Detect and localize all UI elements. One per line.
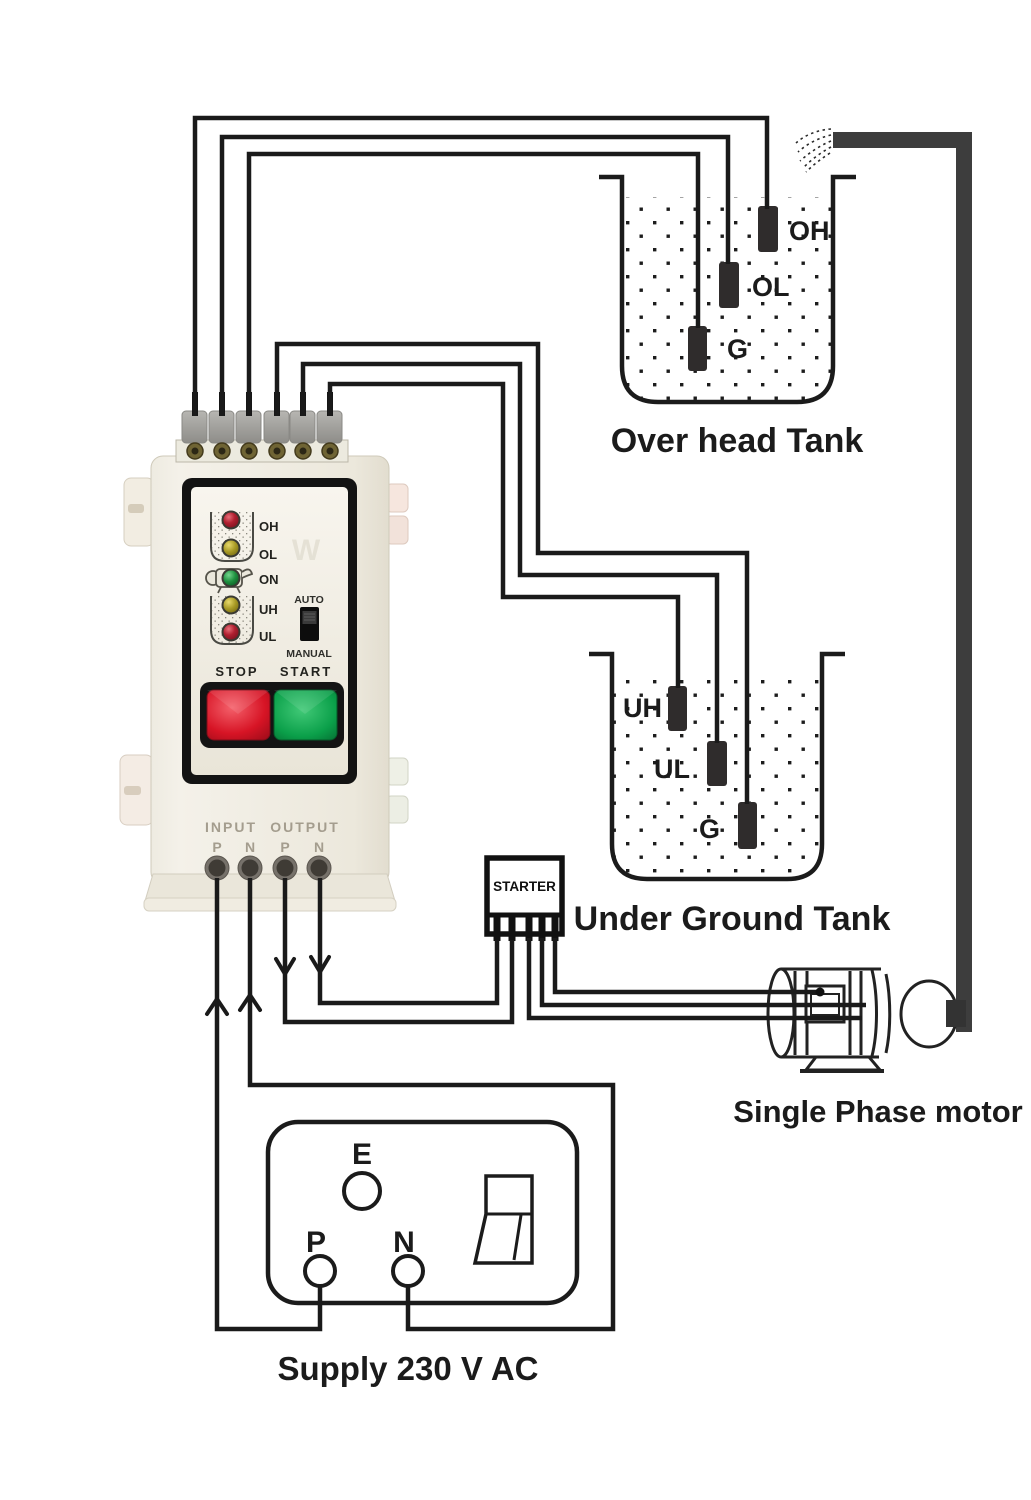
overhead-tank-outline	[599, 174, 856, 405]
stop-button	[206, 689, 271, 741]
wire-g-overhead	[246, 151, 701, 416]
arrow-up-input-n	[238, 993, 262, 1012]
led-labels: OH OL ON UH UL	[259, 519, 279, 644]
arrow-up-input-p	[205, 997, 229, 1016]
controller-base-flange	[144, 873, 396, 902]
socket-pin-p	[303, 1254, 337, 1288]
led-uh-label: UH	[259, 602, 278, 617]
motor-wire-dot	[815, 987, 825, 997]
overhead-tank-title: Over head Tank	[611, 422, 864, 460]
led-ol	[223, 540, 239, 556]
overhead-tank-icon	[210, 512, 254, 562]
sensor-g-overhead	[688, 326, 707, 371]
sensor-uh-label: UH	[623, 693, 662, 723]
wire-starter-motor-1	[552, 938, 820, 995]
bottom-terminals	[204, 855, 332, 881]
sensor-g-underground	[738, 802, 757, 849]
led-ol-label: OL	[259, 547, 277, 562]
motor-label: Single Phase motor	[733, 1094, 1022, 1129]
motor-pipe-coupling	[946, 1000, 966, 1027]
led-ul	[223, 624, 239, 640]
underground-tank: UH UL G Under Ground Tank	[574, 651, 891, 938]
socket-pin-p-label: P	[306, 1226, 326, 1259]
led-on	[223, 570, 239, 586]
supply-socket: E P N Supply 230 V AC	[265, 1119, 580, 1387]
socket-pin-n-label: N	[393, 1226, 415, 1259]
input-p-label: P	[212, 839, 221, 855]
wire-output-n	[317, 878, 500, 1006]
sensor-uh	[668, 686, 687, 731]
sensor-g-overhead-label: G	[727, 334, 748, 364]
led-oh	[223, 512, 239, 528]
sensor-ul-label: UL	[654, 754, 690, 784]
sensor-g-underground-label: G	[699, 814, 720, 844]
pipe-run	[833, 132, 972, 1032]
sensor-oh-label: OH	[789, 216, 830, 246]
start-button	[273, 689, 338, 741]
controller-base	[143, 897, 397, 912]
socket-pin-n	[391, 1254, 425, 1288]
bottom-terminal-labels: INPUT OUTPUT P N P N	[205, 819, 340, 855]
socket-pin-e	[342, 1171, 382, 1211]
mode-switch	[300, 607, 319, 641]
led-on-label: ON	[259, 572, 279, 587]
wire-input-p	[214, 878, 323, 1332]
led-uh	[223, 597, 239, 613]
wire-input-n	[247, 878, 616, 1332]
wire-output-p	[282, 878, 515, 1025]
wire-ol	[219, 134, 731, 416]
starter: STARTER	[484, 855, 565, 941]
indicator-leds	[221, 510, 241, 642]
water-level-controller: W OH OL ON UH UL AUTO	[119, 392, 409, 912]
sensor-ol	[719, 262, 739, 308]
wires	[192, 115, 866, 1332]
flow-arrows	[205, 955, 331, 1016]
terminal-screws	[186, 442, 339, 460]
output-n-label: N	[314, 839, 324, 855]
output-label: OUTPUT	[270, 819, 340, 835]
sensor-ol-label: OL	[752, 272, 790, 302]
wire-g-underground	[274, 341, 750, 804]
sensor-ul	[707, 741, 727, 786]
stop-label: STOP	[215, 664, 258, 679]
wire-uh	[327, 381, 681, 688]
overhead-tank: OH OL G Over head Tank	[599, 174, 864, 460]
single-phase-motor	[766, 967, 966, 1073]
mode-auto-label: AUTO	[294, 594, 324, 606]
supply-rocker-switch	[472, 1174, 534, 1265]
starter-pins	[493, 917, 559, 941]
motor-foot	[802, 1055, 884, 1072]
wire-oh	[192, 115, 770, 416]
wire-starter-motor-3	[526, 938, 862, 1021]
arrow-down-output-p	[274, 957, 296, 976]
mode-manual-label: MANUAL	[286, 648, 332, 660]
supply-label: Supply 230 V AC	[277, 1350, 538, 1387]
underground-tank-title: Under Ground Tank	[574, 900, 891, 938]
wire-starter-motor-2	[539, 938, 866, 1008]
start-label: START	[280, 664, 332, 679]
sensor-oh	[758, 206, 778, 252]
output-p-label: P	[280, 839, 289, 855]
water-spray-icon	[795, 128, 832, 173]
underground-tank-outline	[589, 651, 845, 882]
water-pipe	[795, 128, 972, 1032]
arrow-down-output-n	[309, 955, 331, 974]
starter-label: STARTER	[493, 879, 556, 894]
socket-pin-e-label: E	[352, 1138, 372, 1171]
led-ul-label: UL	[259, 629, 276, 644]
wire-ul	[300, 361, 720, 743]
panel-watermark: W	[292, 534, 321, 567]
led-oh-label: OH	[259, 519, 279, 534]
input-n-label: N	[245, 839, 255, 855]
input-label: INPUT	[205, 819, 257, 835]
